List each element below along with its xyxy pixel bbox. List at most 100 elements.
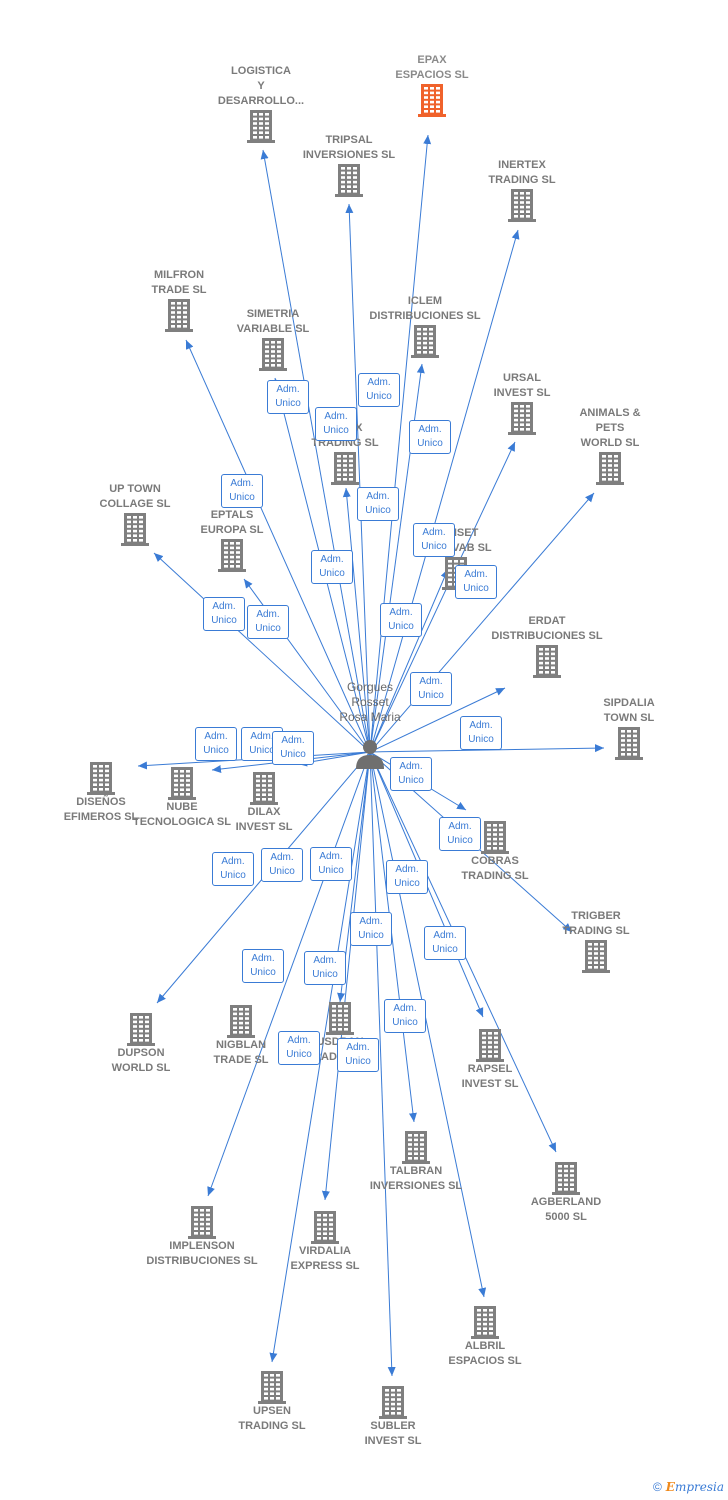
role-badge-ursal[interactable]: Adm. Unico [413, 523, 455, 557]
company-node-erdat[interactable]: ERDAT DISTRIBUCIONES SL [472, 614, 622, 678]
company-node-agberland[interactable]: AGBERLAND 5000 SL [491, 1161, 641, 1225]
company-node-nigblan[interactable]: NIGBLAN TRADE SL [166, 1004, 316, 1068]
role-badge-milfron[interactable]: Adm. Unico [221, 474, 263, 508]
company-name: RAPSEL INVEST SL [461, 1063, 519, 1090]
building-icon [121, 513, 149, 546]
footer-brand: © Empresia [653, 1480, 724, 1494]
company-node-eptals[interactable]: EPTALS EUROPA SL [157, 508, 307, 572]
company-name: UPSEN TRADING SL [238, 1405, 306, 1432]
role-badge-trigber[interactable]: Adm. Unico [439, 817, 481, 851]
building-icon [326, 1002, 354, 1035]
company-node-subler[interactable]: SUBLER INVEST SL [318, 1385, 468, 1449]
company-node-cobras[interactable]: COBRAS TRADING SL [420, 820, 570, 884]
role-badge-eptals[interactable]: Adm. Unico [247, 605, 289, 639]
role-badge-cobras[interactable]: Adm. Unico [390, 757, 432, 791]
person-icon [356, 740, 384, 769]
edge-sunset [369, 568, 449, 753]
company-node-upsen[interactable]: UPSEN TRADING SL [197, 1370, 347, 1434]
company-name: SUBLER INVEST SL [364, 1420, 422, 1447]
company-node-nube[interactable]: NUBE TECNOLOGICA SL [107, 766, 257, 830]
company-name: URSAL INVEST SL [493, 372, 551, 399]
company-name: LOGISTICA Y DESARROLLO... [217, 65, 305, 107]
role-badge-disenos[interactable]: Adm. Unico [195, 727, 237, 761]
company-name: SIPDALIA TOWN SL [603, 697, 655, 724]
role-badge-nigblan[interactable]: Adm. Unico [261, 848, 303, 882]
company-node-logistica[interactable]: LOGISTICA Y DESARROLLO... [186, 64, 336, 143]
building-icon [481, 821, 509, 854]
company-node-implenson[interactable]: IMPLENSON DISTRIBUCIONES SL [127, 1205, 277, 1269]
building-icon [247, 110, 275, 143]
role-badge-tripsal[interactable]: Adm. Unico [315, 407, 357, 441]
role-badge-rapsel[interactable]: Adm. Unico [386, 860, 428, 894]
company-node-milfron[interactable]: MILFRON TRADE SL [104, 268, 254, 332]
company-node-rapsel[interactable]: RAPSEL INVEST SL [415, 1028, 565, 1092]
center-person[interactable]: Gorgues Rosset Rosa Maria [320, 680, 420, 769]
building-icon [250, 772, 278, 805]
company-name: ALBRIL ESPACIOS SL [448, 1340, 522, 1367]
role-badge-dupson[interactable]: Adm. Unico [212, 852, 254, 886]
role-badge-virdalia[interactable]: Adm. Unico [304, 951, 346, 985]
building-icon [615, 727, 643, 760]
role-badge-implenson[interactable]: Adm. Unico [242, 949, 284, 983]
role-badge-agberland[interactable]: Adm. Unico [424, 926, 466, 960]
role-badge-simetria[interactable]: Adm. Unico [267, 380, 309, 414]
edge-erdat [369, 687, 506, 753]
company-node-animals[interactable]: ANIMALS & PETS WORLD SL [535, 406, 685, 485]
company-node-disenos[interactable]: DISEÑOS EFIMEROS SL [26, 761, 176, 825]
company-node-epax[interactable]: EPAX ESPACIOS SL [357, 53, 507, 117]
role-badge-iclem[interactable]: Adm. Unico [357, 487, 399, 521]
edge-talbran [369, 751, 417, 1123]
role-badge-epax[interactable]: Adm. Unico [358, 373, 400, 407]
company-name: ANIMALS & PETS WORLD SL [579, 407, 641, 449]
building-icon [379, 1386, 407, 1419]
edge-epax [369, 134, 432, 753]
role-badge-rigax[interactable]: Adm. Unico [311, 550, 353, 584]
edge-rigax [342, 487, 371, 753]
building-icon [552, 1162, 580, 1195]
edge-ursal [369, 441, 516, 753]
person-name: Gorgues Rosset Rosa Maria [339, 680, 401, 724]
company-node-talbran[interactable]: TALBRAN INVERSIONES SL [341, 1130, 491, 1194]
role-badge-uptown[interactable]: Adm. Unico [203, 597, 245, 631]
company-name: IMPLENSON DISTRIBUCIONES SL [146, 1240, 258, 1267]
company-node-virdalia[interactable]: VIRDALIA EXPRESS SL [250, 1210, 400, 1274]
building-icon [471, 1306, 499, 1339]
company-node-albril[interactable]: ALBRIL ESPACIOS SL [410, 1305, 560, 1369]
company-node-ursal[interactable]: URSAL INVEST SL [447, 371, 597, 435]
company-node-iclem[interactable]: ICLEM DISTRIBUCIONES SL [350, 294, 500, 358]
company-node-sipdalia[interactable]: SIPDALIA TOWN SL [554, 696, 704, 760]
building-icon [596, 452, 624, 485]
role-badge-sipdalia[interactable]: Adm. Unico [460, 716, 502, 750]
company-name: DILAX INVEST SL [235, 806, 293, 833]
role-badge-dilax[interactable]: Adm. Unico [272, 731, 314, 765]
company-node-tripsal[interactable]: TRIPSAL INVERSIONES SL [274, 133, 424, 197]
edge-animals [369, 492, 595, 753]
building-icon [476, 1029, 504, 1062]
role-badge-inertex[interactable]: Adm. Unico [409, 420, 451, 454]
building-icon [582, 940, 610, 973]
company-node-inertex[interactable]: INERTEX TRADING SL [447, 158, 597, 222]
role-badge-talbran[interactable]: Adm. Unico [350, 912, 392, 946]
building-icon [188, 1206, 216, 1239]
company-node-uptown[interactable]: UP TOWN COLLAGE SL [60, 482, 210, 546]
building-icon [165, 299, 193, 332]
company-node-trigber[interactable]: TRIGBER TRADING SL [521, 909, 671, 973]
building-icon [311, 1211, 339, 1244]
company-name: MILFRON TRADE SL [151, 269, 207, 296]
role-badge-albril[interactable]: Adm. Unico [384, 999, 426, 1033]
role-badge-subler[interactable]: Adm. Unico [337, 1038, 379, 1072]
role-badge-sunset[interactable]: Adm. Unico [380, 603, 422, 637]
role-badge-erdat[interactable]: Adm. Unico [410, 672, 452, 706]
company-name: TALBRAN INVERSIONES SL [369, 1165, 463, 1192]
company-node-dupson[interactable]: DUPSON WORLD SL [66, 1012, 216, 1076]
role-badge-usdran[interactable]: Adm. Unico [310, 847, 352, 881]
role-badge-animals[interactable]: Adm. Unico [455, 565, 497, 599]
edge-albril [369, 751, 487, 1298]
building-icon [418, 84, 446, 117]
company-node-dilax[interactable]: DILAX INVEST SL [189, 771, 339, 835]
building-icon [508, 402, 536, 435]
company-name: COBRAS TRADING SL [461, 855, 529, 882]
role-badge-upsen[interactable]: Adm. Unico [278, 1031, 320, 1065]
company-node-simetria[interactable]: SIMETRIA VARIABLE SL [198, 307, 348, 371]
company-name: EPTALS EUROPA SL [200, 509, 264, 536]
